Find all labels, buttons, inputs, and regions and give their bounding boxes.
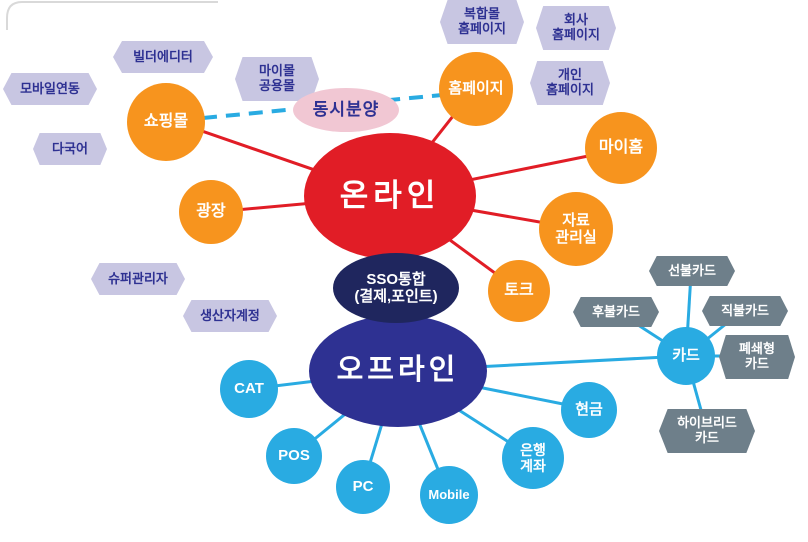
node-sso-hub: SSO통합 (결제,포인트) [333, 253, 459, 323]
tag-personal-homepage: 개인 홈페이지 [530, 61, 610, 105]
node-myhome: 마이홈 [585, 112, 657, 184]
node-mobile: Mobile [420, 466, 478, 524]
tag-hybrid-card: 하이브리드 카드 [659, 409, 755, 453]
frame-corner [6, 0, 218, 30]
node-cat: CAT [220, 360, 278, 418]
tag-mobile-link: 모바일연동 [3, 73, 97, 105]
tag-company-homepage: 회사 홈페이지 [536, 6, 616, 50]
node-homepage: 홈페이지 [439, 52, 513, 126]
node-card: 카드 [657, 327, 715, 385]
node-shopping-mall: 쇼핑몰 [127, 83, 205, 161]
node-online: 온라인 [304, 133, 476, 259]
tag-super-admin: 슈퍼관리자 [91, 263, 185, 295]
tag-prepaid-card: 선불카드 [649, 256, 735, 286]
tag-producer-account: 생산자계정 [183, 300, 277, 332]
node-bank-account: 은행 계좌 [502, 427, 564, 489]
tag-closed-card: 폐쇄형 카드 [719, 335, 795, 379]
node-pos: POS [266, 428, 322, 484]
node-library: 자료 관리실 [539, 192, 613, 266]
node-talk: 토크 [488, 260, 550, 322]
tag-complex-homepage: 복합몰 홈페이지 [440, 0, 524, 44]
tag-multilingual: 다국어 [33, 133, 107, 165]
node-simultaneous-sale: 동시분양 [293, 88, 399, 132]
tag-postpaid-card: 후불카드 [573, 297, 659, 327]
node-pc: PC [336, 460, 390, 514]
tag-mymall-shared: 마이몰 공용몰 [235, 57, 319, 101]
tag-debit-card: 직불카드 [702, 296, 788, 326]
node-cash: 현금 [561, 382, 617, 438]
node-plaza: 광장 [179, 180, 243, 244]
node-offline: 오프라인 [309, 315, 487, 427]
tag-builder-editor: 빌더에디터 [113, 41, 213, 73]
